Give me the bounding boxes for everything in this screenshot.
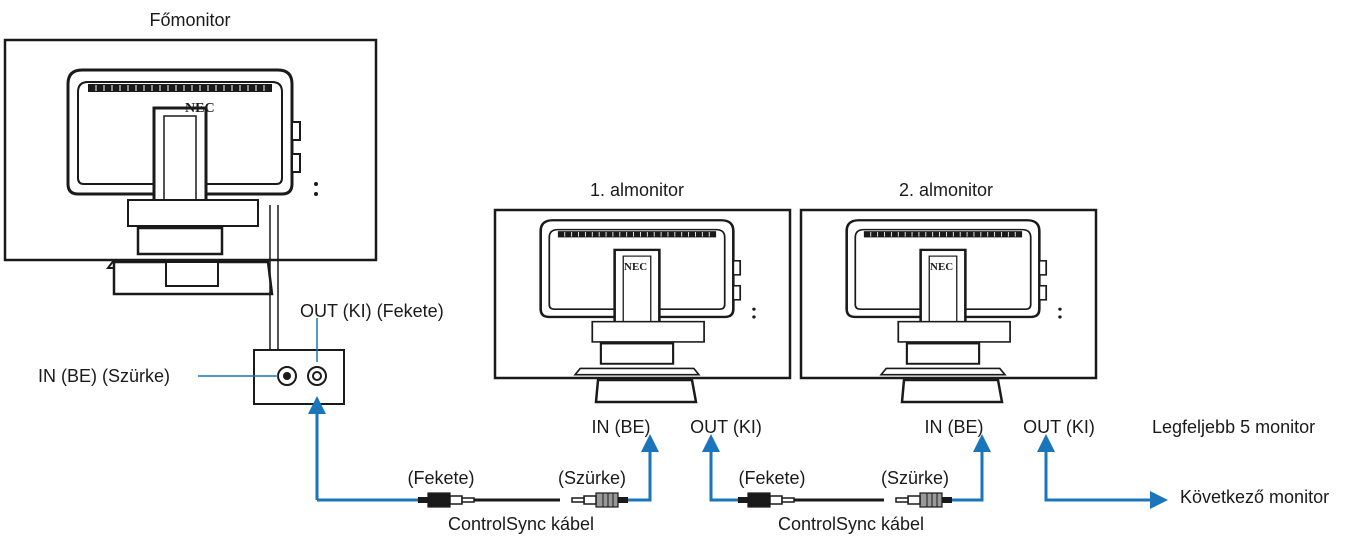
sub2-in-label: IN (BE) bbox=[924, 417, 984, 437]
cable2-black-label: (Fekete) bbox=[738, 468, 806, 488]
max-monitors-note: Legfeljebb 5 monitor bbox=[1152, 417, 1316, 437]
cable2-name: ControlSync kábel bbox=[777, 514, 925, 534]
cable1-gray-label: (Szürke) bbox=[557, 468, 627, 488]
sub1-out-label: OUT (KI) bbox=[690, 417, 762, 437]
sub-monitor-2-title: 2. almonitor bbox=[898, 180, 994, 200]
main-monitor: NEC bbox=[3, 38, 378, 296]
svg-text:NEC: NEC bbox=[624, 261, 647, 273]
sub1-in-label: IN (BE) bbox=[591, 417, 651, 437]
cable2-black-plug bbox=[737, 492, 795, 508]
main-monitor-title: Főmonitor bbox=[149, 10, 231, 30]
nec-logo: NEC bbox=[185, 101, 215, 116]
cable2-gray-label: (Szürke) bbox=[880, 468, 950, 488]
arrow-next-monitor bbox=[1150, 491, 1168, 509]
cable1-black-plug bbox=[417, 492, 475, 508]
signal-paths bbox=[315, 412, 1150, 502]
controlsync-cable-1 bbox=[417, 492, 629, 508]
controlsync-cable-2 bbox=[737, 492, 953, 508]
sub-monitor-1-title: 1. almonitor bbox=[589, 180, 685, 200]
sub2-out-label: OUT (KI) bbox=[1023, 417, 1095, 437]
main-in-label: IN (BE) (Szürke) bbox=[38, 366, 171, 386]
arrow-heads bbox=[308, 396, 1168, 509]
cable1-name: ControlSync kábel bbox=[447, 514, 595, 534]
main-out-label: OUT (KI) (Fekete) bbox=[300, 301, 444, 321]
cable1-black-label: (Fekete) bbox=[407, 468, 475, 488]
svg-text:NEC: NEC bbox=[930, 261, 953, 273]
cable2-gray-plug bbox=[895, 492, 953, 508]
sub-monitor-2: NEC bbox=[799, 208, 1098, 404]
sub-monitor-1: NEC bbox=[493, 208, 792, 404]
next-monitor-label: Következő monitor bbox=[1180, 487, 1330, 507]
cable1-gray-plug bbox=[571, 492, 629, 508]
